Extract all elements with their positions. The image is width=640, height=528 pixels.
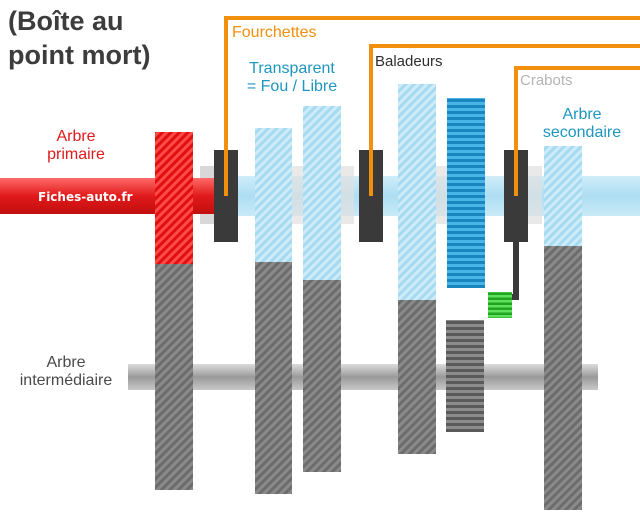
label-arbre-intermediaire-line-2: intermédiaire xyxy=(19,372,113,390)
reverse-link xyxy=(513,240,519,298)
primary-gear xyxy=(155,132,193,264)
intermediate-shaft xyxy=(128,364,598,390)
intermediate-gear-3 xyxy=(303,280,341,472)
shaft-sleeve xyxy=(340,166,354,224)
free-gear-1 xyxy=(255,128,292,262)
fork-line-1 xyxy=(224,16,640,196)
shaft-text: Fiches-auto.fr xyxy=(38,190,133,204)
label-transparent-line-1: Transparent xyxy=(249,60,335,77)
shaft-sleeve xyxy=(291,166,305,224)
label-fourchettes: Fourchettes xyxy=(232,24,317,41)
intermediate-gear-reverse xyxy=(446,320,484,432)
label-arbre-secondaire: Arbre secondaire xyxy=(530,106,634,143)
label-arbre-intermediaire: Arbre intermédiaire xyxy=(2,354,130,391)
label-arbre-primaire-line-1: Arbre xyxy=(56,128,96,145)
label-arbre-secondaire-line-1: Arbre xyxy=(562,106,602,123)
title-line-2: point mort) xyxy=(8,40,151,70)
shaft-sleeve xyxy=(528,166,542,224)
label-arbre-intermediaire-line-1: Arbre xyxy=(46,354,86,371)
reverse-gear xyxy=(447,98,485,288)
shaft-sleeve xyxy=(434,166,448,224)
label-transparent-line-2: = Fou / Libre xyxy=(246,78,338,96)
free-gear-3 xyxy=(398,84,436,300)
label-arbre-secondaire-line-2: secondaire xyxy=(542,124,622,142)
intermediate-gear-2 xyxy=(255,262,292,494)
free-gear-2 xyxy=(303,106,341,280)
label-arbre-primaire-line-2: primaire xyxy=(47,146,105,164)
label-arbre-primaire: Arbre primaire xyxy=(28,128,124,165)
label-transparent: Transparent = Fou / Libre xyxy=(232,60,352,97)
intermediate-gear-1 xyxy=(155,262,193,490)
intermediate-gear-5 xyxy=(544,246,582,510)
label-crabots: Crabots xyxy=(520,72,573,89)
reverse-idler-gear xyxy=(488,292,512,318)
page-title: (Boîte au point mort) xyxy=(8,4,150,72)
intermediate-gear-4 xyxy=(398,300,436,454)
fork-line-3 xyxy=(514,66,640,196)
fork-line-2 xyxy=(369,44,640,196)
free-gear-5 xyxy=(544,146,582,246)
title-line-1: (Boîte au xyxy=(8,6,124,36)
label-baladeurs: Baladeurs xyxy=(375,53,443,70)
reverse-link-horizontal xyxy=(509,294,519,300)
